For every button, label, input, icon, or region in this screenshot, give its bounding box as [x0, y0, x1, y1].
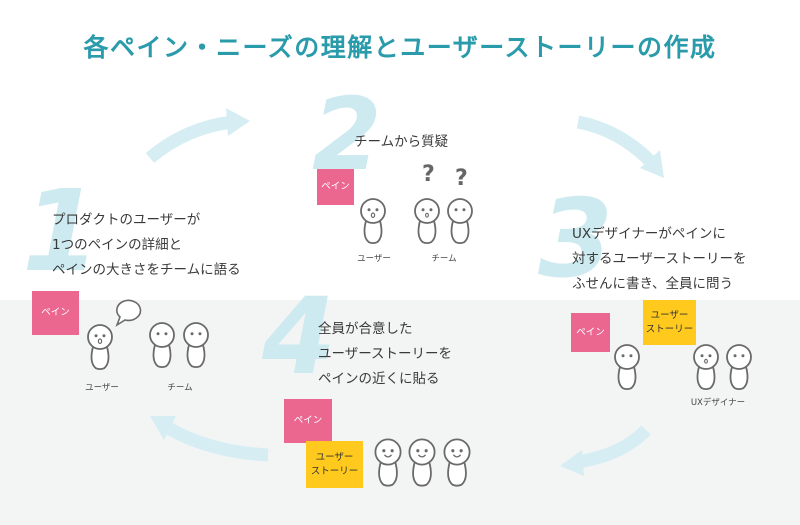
person-figure-step-4 [374, 438, 402, 487]
arrow-3-to-4-head [560, 450, 584, 476]
page-title: 各ペイン・ニーズの理解とユーザーストーリーの作成 [83, 33, 717, 62]
arrow-2-to-3-head [640, 150, 664, 178]
step-3-text: UXデザイナーがペインに 対するユーザーストーリーを ふせんに書き、全員に問う [572, 222, 747, 297]
team-figure-step-3 [693, 344, 719, 390]
step-number-4: 4 [262, 275, 336, 398]
team-figure-step-1 [149, 322, 175, 368]
person-figure-step-4 [408, 438, 436, 487]
arrow-4-to-1 [164, 422, 269, 462]
pain-note-step-1: ペイン [32, 291, 79, 335]
step-1-line: 1つのペインの詳細と [52, 237, 183, 253]
team-figure-step-1 [183, 322, 209, 368]
arrow-1-to-2-head [226, 108, 250, 136]
user-figure-step-2 [360, 198, 386, 244]
step-1-text: プロダクトのユーザーが 1つのペインの詳細と ペインの大きさをチームに語る [52, 208, 241, 283]
team-figure-step-2 [414, 198, 440, 244]
pain-note-step-3: ペイン [571, 313, 610, 352]
step-number-1: 1 [22, 167, 100, 297]
step-2-text: チームから質疑 [354, 130, 448, 155]
team-figure-step-3 [726, 344, 752, 390]
caption-user-step-2: ユーザー [357, 254, 391, 264]
person-figure-step-4 [443, 438, 471, 487]
step-number-2: 2 [312, 76, 382, 193]
step-4-line: ユーザーストーリーを [318, 346, 453, 362]
step-1-line: プロダクトのユーザーが [52, 212, 201, 228]
floor-area-left [0, 300, 40, 305]
pain-note-step-2: ペイン [317, 169, 354, 205]
story-note-step-3: ユーザー ストーリー [643, 300, 696, 345]
step-4-line: 全員が合意した [318, 321, 413, 337]
story-note-step-4: ユーザー ストーリー [306, 441, 363, 488]
step-3-line: ふせんに書き、全員に問う [572, 276, 734, 292]
caption-team-step-1: チーム [167, 383, 193, 393]
question-mark: ? [422, 162, 435, 187]
ux-designer-figure-step-3 [614, 344, 640, 390]
pain-note-step-4: ペイン [284, 399, 332, 443]
question-mark: ? [455, 166, 468, 191]
user-figure-step-1 [87, 324, 113, 370]
arrow-3-to-4 [576, 425, 651, 469]
step-number-3: 3 [538, 177, 614, 302]
step-4-line: ペインの近くに貼る [318, 371, 440, 387]
caption-user-step-1: ユーザー [85, 383, 119, 393]
step-1-line: ペインの大きさをチームに語る [52, 262, 241, 278]
arrow-2-to-3 [576, 115, 657, 168]
caption-team-step-2: チーム [431, 254, 457, 264]
step-2-line: チームから質疑 [354, 134, 449, 150]
arrow-1-to-2 [145, 115, 233, 163]
arrow-4-to-1-head [150, 416, 176, 440]
step-3-line: UXデザイナーがペインに [572, 226, 726, 242]
caption-ux-designer-step-3: UXデザイナー [690, 398, 746, 408]
step-3-line: 対するユーザーストーリーを [572, 251, 747, 267]
team-figure-step-2 [447, 198, 473, 244]
speech-bubble-icon [115, 299, 142, 327]
step-4-text: 全員が合意した ユーザーストーリーを ペインの近くに貼る [318, 317, 452, 392]
